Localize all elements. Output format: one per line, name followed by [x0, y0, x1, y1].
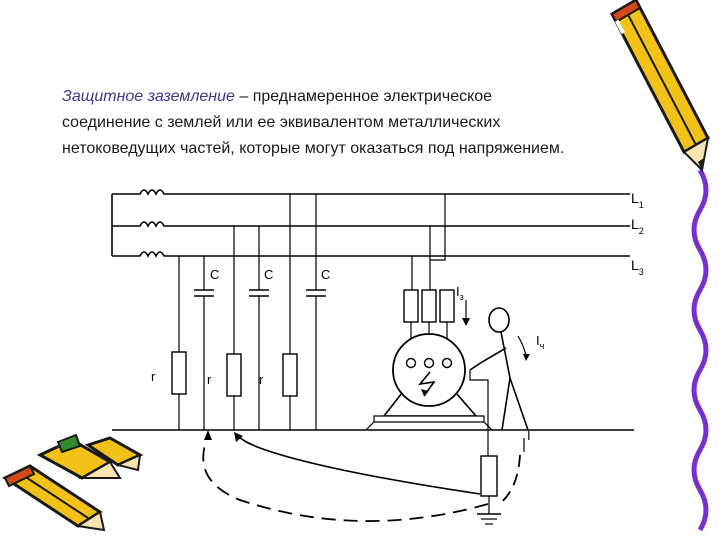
capacitor-branches	[194, 194, 326, 430]
phase-label-l1: L1	[631, 190, 644, 210]
phase-label-l3: L3	[631, 257, 644, 277]
resistor-r1	[171, 351, 187, 395]
pencils-bottom-left	[1, 433, 144, 532]
phase-line-1	[112, 189, 630, 196]
phase-label-l2: L2	[631, 216, 644, 236]
person-current-arrow	[517, 335, 527, 357]
definition-term: Защитное заземление	[62, 88, 235, 105]
return-current-path-right	[497, 454, 521, 506]
definition-line-1: Защитное заземление – преднамеренное эле…	[62, 84, 702, 110]
wavy-border-right	[691, 168, 709, 532]
return-current-path-inner	[237, 435, 481, 495]
resistor-r3	[282, 353, 298, 397]
fuse-3	[439, 289, 455, 323]
resistor-label-2: r	[207, 372, 212, 387]
capacitor-label-3: C	[321, 267, 330, 282]
fault-bolt-icon	[418, 371, 436, 397]
person-figure	[469, 307, 529, 431]
definition-dash: –	[234, 88, 253, 105]
resistor-label-1: r	[151, 369, 156, 384]
ground-resistor	[480, 455, 498, 497]
pencil-top-right	[610, 0, 710, 173]
resistor-label-3: r	[259, 372, 264, 387]
resistor-branches	[171, 194, 298, 430]
phase-lines	[111, 189, 630, 258]
definition-line-2: соединение с землей или ее эквивалентом …	[62, 114, 501, 131]
person-current-label: Iч	[536, 333, 545, 351]
fuse-2	[421, 289, 437, 323]
return-current-path-outer	[202, 435, 489, 522]
motor-feeders	[403, 194, 455, 362]
definition-line-1-rest: преднамеренное электрическое	[252, 88, 493, 105]
capacitor-label-1: C	[210, 267, 219, 282]
phase-line-2	[112, 221, 630, 228]
grounding-conductor	[469, 370, 501, 525]
resistor-r2	[226, 353, 242, 397]
fuse-1	[403, 289, 419, 323]
capacitor-label-2: C	[264, 267, 273, 282]
ground-resistor-current-label: I	[527, 428, 531, 443]
ground-current-label: Iз	[456, 284, 464, 302]
person-head	[488, 307, 510, 333]
definition-text: Защитное заземление – преднамеренное эле…	[62, 84, 702, 162]
definition-line-3: нетоковедущих частей, которые могут оказ…	[62, 140, 565, 157]
ground-current-arrow	[462, 300, 470, 326]
motor	[365, 333, 493, 431]
phase-line-3	[112, 251, 630, 258]
